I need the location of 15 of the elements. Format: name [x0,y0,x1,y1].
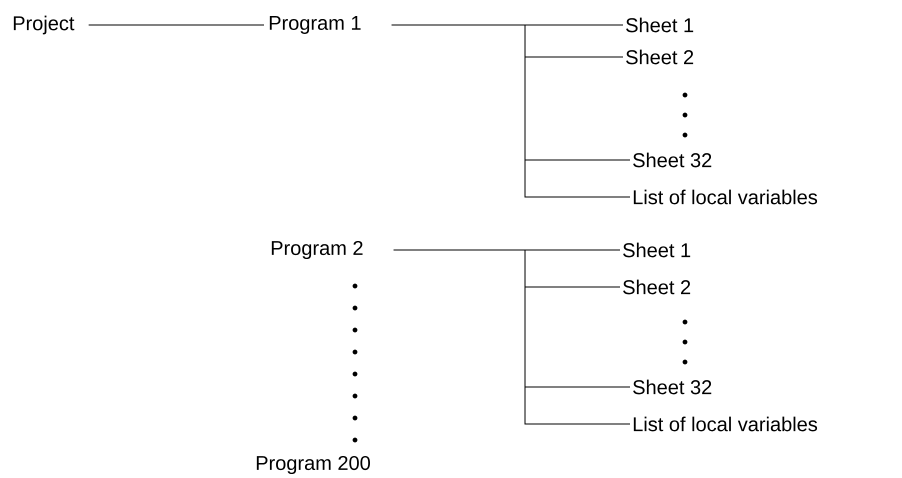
item-label: List of local variables [634,190,818,204]
item-label: Sheet 32 [633,152,712,168]
item-label: Sheet 32 [633,380,712,394]
item-label: Sheet 2 [623,280,690,294]
connector-line [88,24,264,26]
item-label: Sheet 2 [626,50,694,64]
item-label: Program 200 [256,456,370,474]
item-label: Sheet 1 [626,18,694,32]
item-label: Program 2 [272,240,363,260]
item-label: Sheet 1 [623,242,690,258]
connector-line [393,250,630,424]
item-label: List of local variables [634,416,818,432]
item-label: Project [14,16,74,34]
connector-line [391,24,630,198]
item-label: Program 1 [270,16,361,34]
